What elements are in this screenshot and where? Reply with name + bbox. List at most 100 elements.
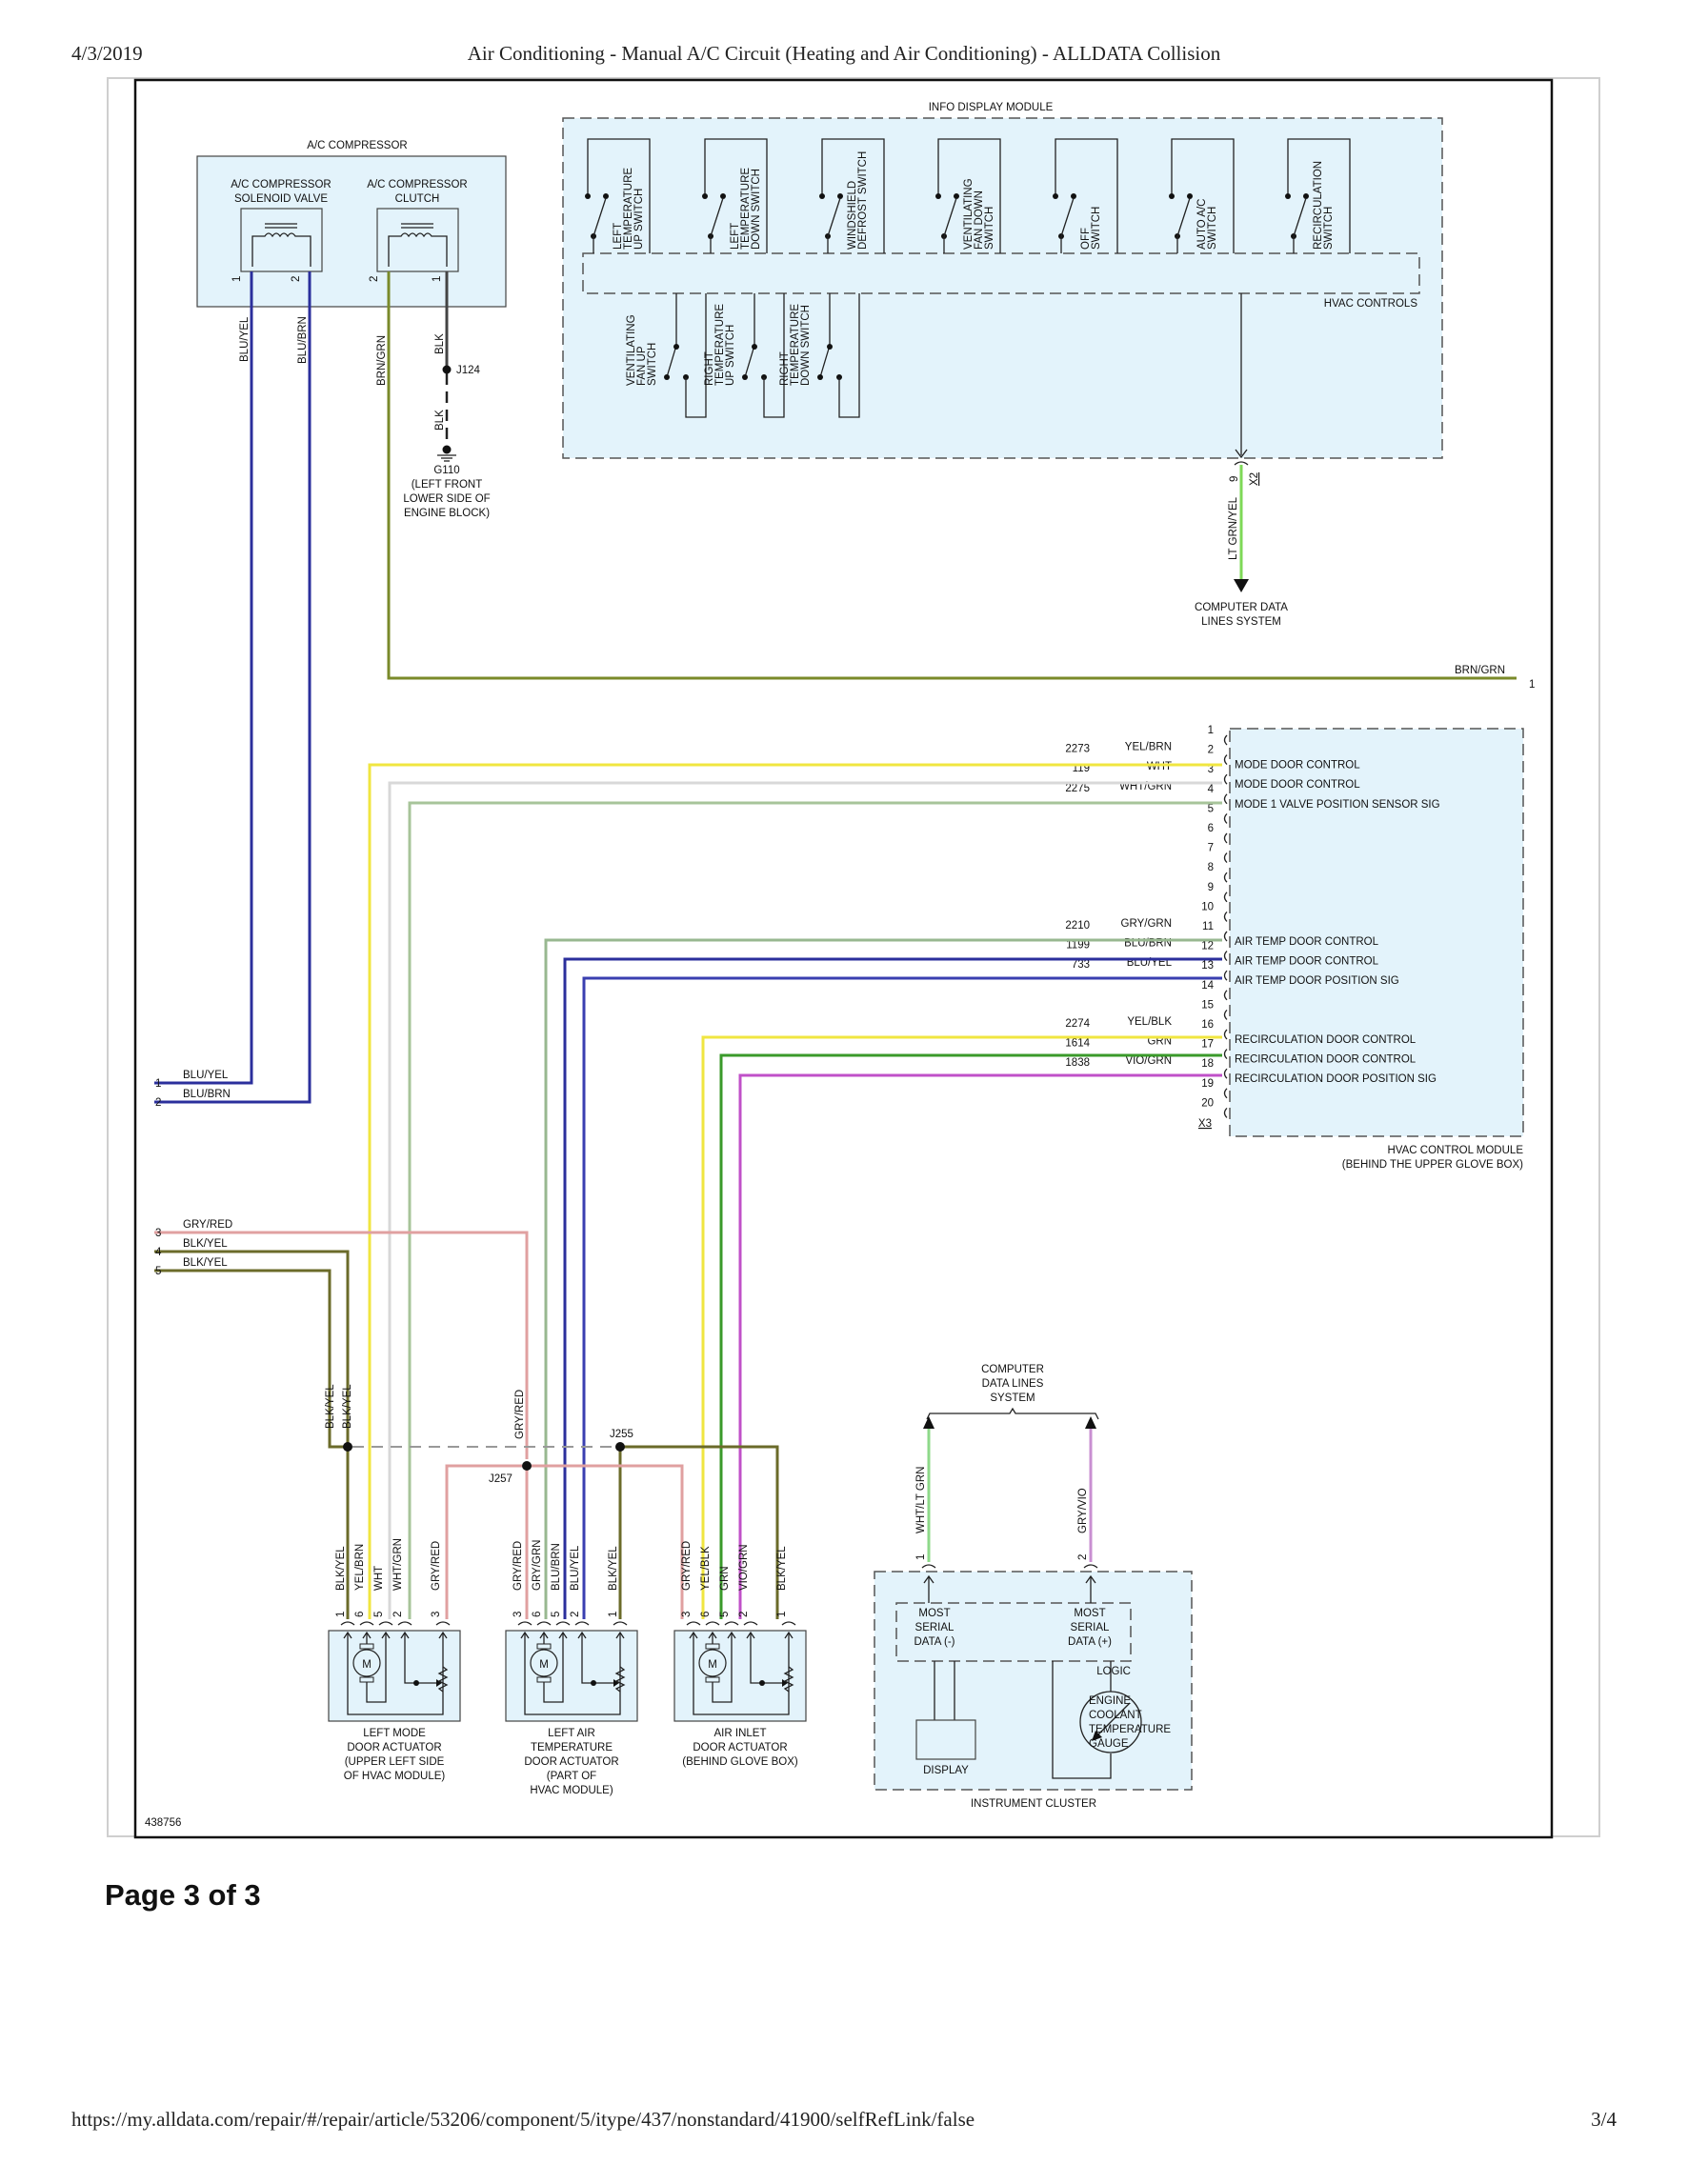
wire-label: BLU/YEL [570, 1545, 581, 1591]
pin-label: 4 [155, 1247, 162, 1258]
splice-label: J257 [489, 1473, 512, 1485]
clutch-label: A/C COMPRESSOR [367, 179, 467, 190]
door-actuator: 1BLK/YEL6YEL/BRN5WHT2WHT/GRN3GRY/REDMLEF… [328, 1538, 461, 1782]
potentiometer-icon [614, 1666, 626, 1693]
pin-label: 2 [291, 276, 302, 282]
connector-icon [921, 1564, 1098, 1569]
circuit-number: 1614 [1065, 1038, 1090, 1050]
connector-icon [1223, 793, 1228, 805]
wire-label: BLK/YEL [608, 1546, 619, 1591]
switch-icon [664, 293, 707, 418]
switch-label: OFF [1080, 228, 1092, 250]
pin-label: 1 [1529, 679, 1535, 691]
wire-label: BLK/YEL [183, 1238, 228, 1250]
pin-label: 1 [432, 276, 443, 282]
switch-icon [1285, 138, 1351, 253]
logic-box [895, 1602, 1132, 1662]
splice-dot [343, 1442, 352, 1452]
switch-label: VENTILATING [963, 178, 975, 250]
connector-icon [1223, 892, 1228, 903]
pin-label: 15 [1201, 999, 1214, 1011]
wire-label: BLK/YEL [325, 1384, 336, 1429]
actuator-label: (PART OF [547, 1771, 596, 1782]
wire-gry-grn [544, 938, 1222, 1619]
pin-label: 6 [700, 1612, 712, 1617]
wire-blk-yel [154, 1269, 348, 1449]
wire-label: YEL/BRN [1125, 742, 1172, 753]
wire-label: GRY/RED [183, 1219, 232, 1231]
pin-label: 5 [719, 1612, 731, 1617]
connector-icon [1223, 1068, 1228, 1079]
switch-label: TEMPERATURE [714, 304, 726, 386]
switch-icon [817, 293, 860, 418]
pin-function: RECIRCULATION DOOR POSITION SIG [1235, 1073, 1437, 1085]
destination-label: LINES SYSTEM [1201, 616, 1281, 628]
switch-label: TEMPERATURE [740, 168, 752, 250]
solenoid-label: SOLENOID VALVE [234, 193, 328, 205]
wire-label: VIO/GRN [1125, 1055, 1172, 1067]
switch-label: LEFT [730, 223, 741, 250]
connector-icon [1223, 1107, 1228, 1118]
solenoid-coil-box [240, 208, 323, 272]
switch-label: SWITCH [1323, 207, 1335, 250]
wire-blk-yel [154, 1250, 350, 1447]
connector-icon [1223, 812, 1228, 824]
actuator-group: 1BLK/YEL6YEL/BRN5WHT2WHT/GRN3GRY/REDMLEF… [328, 1538, 807, 1796]
wire-wht-grn [408, 801, 1222, 1619]
connector-icon [1235, 449, 1248, 459]
actuator-label: OF HVAC MODULE) [344, 1771, 446, 1782]
pin-label: 1 [1208, 725, 1214, 736]
coil-icon [251, 223, 311, 267]
pin-label: 2 [1208, 745, 1214, 756]
wire-yel-brn [368, 763, 1222, 1619]
wire-label: BLK/YEL [776, 1546, 788, 1591]
door-actuator: 3GRY/RED6GRY/GRN5BLU/BRN2BLU/YEL1BLK/YEL… [505, 1540, 638, 1796]
pin-label: 2 [1077, 1554, 1089, 1560]
wire-label: GRN [1147, 1036, 1172, 1048]
module-location: (BEHIND THE UPPER GLOVE BOX) [1342, 1159, 1523, 1171]
switch-label: UP SWITCH [725, 325, 736, 386]
wire-label: BLK/YEL [335, 1546, 347, 1591]
switch-label: SWITCH [647, 343, 658, 386]
pin-label: 19 [1201, 1078, 1214, 1090]
motor-icon: M [698, 1643, 727, 1683]
wire-label: BLU/YEL [239, 316, 251, 362]
switch-label: RIGHT [704, 351, 715, 386]
pin-label: 18 [1201, 1058, 1214, 1070]
actuator-label: DOOR ACTUATOR [524, 1756, 618, 1768]
hvac-controls-label: HVAC CONTROLS [1324, 298, 1418, 310]
actuator-label: LEFT MODE [363, 1728, 426, 1739]
wire-label: YEL/BLK [700, 1546, 712, 1591]
destination-label: COMPUTER DATA [1195, 602, 1288, 613]
pin-label: 20 [1201, 1097, 1214, 1109]
pin-label: 13 [1201, 960, 1214, 972]
destination-label: COMPUTER [981, 1364, 1044, 1375]
pin-label: 9 [1229, 476, 1240, 482]
switch-icon [1169, 138, 1235, 253]
display-box [915, 1719, 976, 1760]
wire-yel-blk [701, 1035, 1222, 1619]
gauge-label: GAUGE [1089, 1738, 1129, 1750]
document-title: Air Conditioning - Manual A/C Circuit (H… [467, 42, 1221, 65]
connector-icon [1223, 832, 1228, 844]
wire-label: WHT [1147, 761, 1172, 772]
source-url[interactable]: https://my.alldata.com/repair/#/repair/a… [71, 2108, 975, 2131]
instrument-cluster-title: INSTRUMENT CLUSTER [971, 1798, 1096, 1810]
pin-label: 10 [1201, 901, 1214, 912]
wire-label: GRY/GRN [532, 1540, 543, 1591]
motor-symbol: M [539, 1659, 549, 1671]
wire-label: BLU/YEL [183, 1070, 229, 1081]
circuit-number: 2274 [1065, 1018, 1090, 1030]
motor-icon: M [530, 1643, 558, 1683]
wire-label: GRY/RED [514, 1390, 526, 1439]
connector-icon [1223, 931, 1228, 942]
switch-icon [935, 138, 1001, 253]
pin-label: 17 [1201, 1039, 1214, 1051]
connector-icon [1223, 911, 1228, 922]
wire-label: BLK [434, 410, 446, 431]
wire-blu-yel [154, 271, 253, 1085]
switch-label: TEMPERATURE [623, 168, 634, 250]
